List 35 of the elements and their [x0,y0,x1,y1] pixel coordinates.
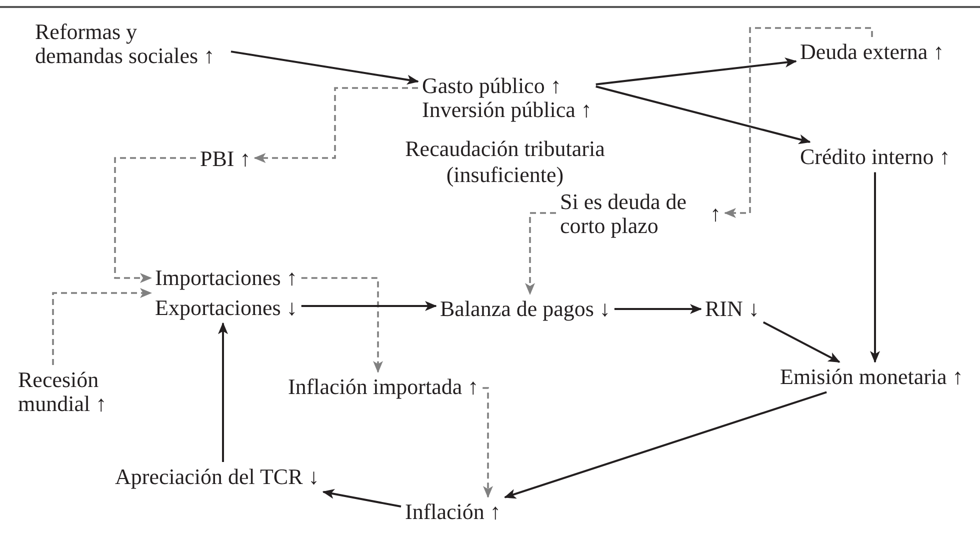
node-label: Inflación ↑ [405,500,501,524]
node-label: Apreciación del TCR ↓ [115,465,320,490]
arrow [482,387,493,498]
arrow [762,321,840,363]
arrow [218,322,228,462]
arrow [870,172,880,363]
arrow [114,157,196,283]
node-label: Inflación importada ↑ [288,375,479,400]
node-label: Deuda externa ↑ [800,40,944,64]
arrow [724,27,873,218]
node-text: Inversión pública ↑ [422,98,592,122]
arrow [301,277,383,373]
arrow [614,304,702,314]
arrow [301,301,437,311]
arrow [52,288,152,365]
node-label: Reformas y demandas sociales ↑ [35,20,227,68]
node-label: Crédito interno ↑ [800,145,950,170]
arrow [596,86,811,144]
node-text: Gasto público ↑ [422,74,562,98]
arrow [254,87,418,163]
node-text: Si es deuda de corto plazo [560,190,688,238]
arrow [525,212,556,295]
node-label: Importaciones ↑ [155,266,298,290]
note-text: Recaudación tributaria (insuficiente) [404,136,606,189]
node-label: Exportaciones ↓ [155,296,298,320]
arrow [596,58,797,86]
arrow [504,391,827,499]
node-label: RIN ↓ [705,297,760,322]
arrow [230,50,419,85]
arrow [322,488,402,508]
node-label: Recesión mundial ↑ [18,368,118,416]
node-label: Balanza de pagos ↓ [440,297,610,322]
node-label: PBI ↑ [200,147,251,172]
node-label: Emisión monetaria ↑ [780,365,964,390]
trend-arrow: ↑ [710,202,721,226]
